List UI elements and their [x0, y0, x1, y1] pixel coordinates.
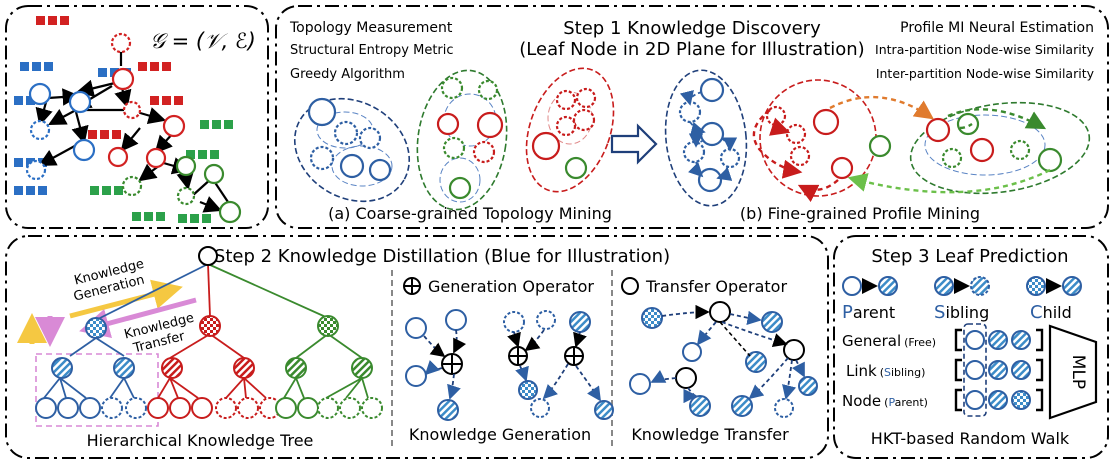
svg-text:Node(Parent): Node(Parent) — [842, 392, 928, 410]
row-link-note-rest: ibling) — [891, 366, 925, 379]
input-graph-panel: 𝒢 = (𝒱, ℰ) — [5, 5, 269, 229]
tree-caption: Hierarchical Knowledge Tree — [87, 431, 314, 450]
row-node-label: Node — [842, 392, 881, 410]
step1-title: Step 1 Knowledge Discovery — [563, 18, 821, 39]
graph-nodes — [25, 32, 242, 224]
row-node-note-rest: arent) — [895, 396, 928, 409]
transfer-caption: Knowledge Transfer — [631, 425, 789, 444]
parent-initial: P — [842, 302, 853, 323]
svg-text:General(Free): General(Free) — [842, 332, 936, 350]
step1-right-label-2: Intra-partition Node-wise Similarity — [875, 42, 1095, 57]
transfer-operator-label: Transfer Operator — [645, 277, 787, 296]
sibling-initial: S — [934, 302, 945, 323]
step1-panel: Step 1 Knowledge Discovery (Leaf Node in… — [275, 5, 1109, 229]
transfer-operator-section: Transfer Operator — [621, 277, 818, 444]
step3-title: Step 3 Leaf Prediction — [871, 246, 1068, 267]
child-initial: C — [1030, 302, 1043, 323]
generation-caption: Knowledge Generation — [409, 425, 591, 444]
step1-right-label-1: Profile MI Neural Estimation — [900, 20, 1094, 36]
mlp-label: MLP — [1068, 355, 1088, 389]
generation-operator-label: Generation Operator — [428, 277, 594, 296]
feature-squares — [14, 16, 233, 223]
transition-arrow — [610, 123, 658, 165]
generation-operator-section: Generation Operator — [403, 277, 614, 444]
child-rest: hild — [1043, 303, 1072, 322]
parent-rest: arent — [853, 303, 895, 322]
row-link-note-open: ( — [880, 366, 884, 379]
step1-left-label-2: Structural Entropy Metric — [290, 43, 454, 58]
sibling-rest: ibling — [945, 303, 989, 322]
row-general-note: (Free) — [904, 336, 936, 349]
fine-blue-cluster — [664, 69, 748, 207]
relation-legend: Parent Sibling Child — [842, 276, 1082, 323]
step1-left-label-3: Greedy Algorithm — [290, 67, 405, 82]
caption-coarse-topology: (a) Coarse-grained Topology Mining — [328, 204, 612, 223]
row-node-note-initial: P — [888, 396, 895, 409]
graph-formula: 𝒢 = (𝒱, ℰ) — [150, 29, 256, 53]
svg-text:Link(Sibling): Link(Sibling) — [846, 362, 925, 380]
step2-title: Step 2 Knowledge Distillation (Blue for … — [214, 246, 670, 267]
row-general-label: General — [842, 332, 901, 350]
row-link-label: Link — [846, 362, 877, 380]
random-walk-rows: General(Free) Link(Sibling) Node(Parent)… — [842, 323, 1098, 420]
svg-text:Sibling: Sibling — [934, 302, 989, 323]
step1-subtitle: (Leaf Node in 2D Plane for Illustration) — [519, 39, 864, 60]
step3-panel: Step 3 Leaf Prediction Parent Sibling Ch… — [833, 235, 1109, 459]
step1-right-label-3: Inter-partition Node-wise Similarity — [876, 66, 1095, 81]
mlp-block — [1048, 324, 1098, 420]
hierarchical-knowledge-tree — [35, 246, 383, 427]
svg-text:Child: Child — [1030, 302, 1072, 323]
caption-fine-profile: (b) Fine-grained Profile Mining — [740, 204, 980, 223]
coarse-clusters — [293, 67, 615, 211]
svg-text:Parent: Parent — [842, 302, 895, 323]
step2-panel: Step 2 Knowledge Distillation (Blue for … — [5, 235, 829, 459]
step3-caption: HKT-based Random Walk — [871, 429, 1070, 448]
row-node-note-open: ( — [884, 396, 888, 409]
step1-left-label-1: Topology Measurement — [289, 20, 453, 36]
transfer-operator-icon — [621, 277, 639, 295]
fine-red-green-clusters — [752, 79, 1091, 203]
row-link-note-initial: S — [884, 366, 891, 379]
